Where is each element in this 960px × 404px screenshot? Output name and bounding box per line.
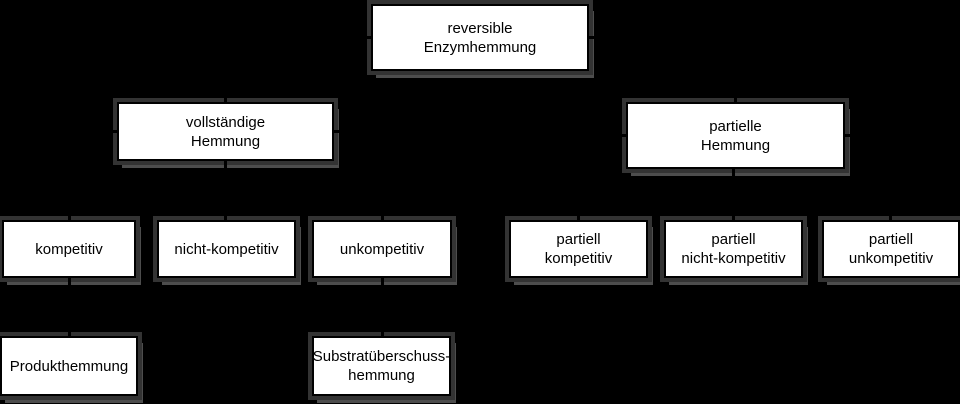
node-label: partielle Hemmung bbox=[700, 117, 771, 154]
node-produkthemmung: Produkthemmung bbox=[0, 336, 138, 396]
connector-vollstaendige-to-kompetitiv-vertical bbox=[68, 130, 71, 220]
node-label: unkompetitiv bbox=[339, 240, 425, 258]
node-label: reversible Enzymhemmung bbox=[423, 19, 537, 56]
connector-vollstaendige-to-unkompetitiv-horizontal bbox=[334, 130, 383, 133]
node-label: partiell kompetitiv bbox=[544, 231, 613, 267]
connector-partielle-to-partiell-kompetitiv-horizontal bbox=[577, 134, 626, 137]
node-label: partiell nicht-kompetitiv bbox=[681, 231, 786, 267]
node-unkompetitiv: unkompetitiv bbox=[312, 220, 452, 278]
node-vollstaendige-hemmung: vollständige Hemmung bbox=[117, 102, 334, 161]
connector-unkompetitiv-to-substratueberschusshemmung-vertical bbox=[381, 278, 384, 336]
node-partiell-kompetitiv: partiell kompetitiv bbox=[509, 220, 648, 278]
node-label: kompetitiv bbox=[35, 240, 103, 258]
connector-partielle-to-partiell-unkompetitiv-vertical bbox=[889, 134, 892, 220]
node-nicht-kompetitiv: nicht-kompetitiv bbox=[157, 220, 296, 278]
node-partiell-unkompetitiv: partiell unkompetitiv bbox=[822, 220, 960, 278]
node-label: nicht-kompetitiv bbox=[174, 240, 279, 258]
connector-vollstaendige-to-unkompetitiv-vertical bbox=[381, 130, 384, 220]
node-reversible-enzymhemmung: reversible Enzymhemmung bbox=[371, 4, 589, 71]
connector-kompetitiv-to-produkthemmung-vertical bbox=[68, 278, 71, 336]
connector-vollstaendige-to-nicht-kompetitiv-vertical bbox=[224, 161, 227, 220]
node-partielle-hemmung: partielle Hemmung bbox=[626, 102, 845, 169]
connector-root-to-partielle-horizontal bbox=[589, 36, 737, 39]
node-label: Substratüberschuss- hemmung bbox=[312, 348, 451, 384]
node-label: partiell unkompetitiv bbox=[848, 231, 934, 267]
connector-partielle-to-partiell-unkompetitiv-horizontal bbox=[845, 134, 892, 137]
connector-vollstaendige-to-kompetitiv-horizontal bbox=[68, 130, 117, 133]
connector-root-to-partielle-vertical bbox=[734, 36, 737, 102]
node-kompetitiv: kompetitiv bbox=[2, 220, 136, 278]
connector-root-to-vollstaendige-vertical bbox=[224, 36, 227, 102]
connector-partielle-to-partiell-kompetitiv-vertical bbox=[577, 134, 580, 220]
node-partiell-nicht-kompetitiv: partiell nicht-kompetitiv bbox=[664, 220, 803, 278]
node-substratueberschusshemmung: Substratüberschuss- hemmung bbox=[312, 336, 451, 396]
connector-partielle-to-partiell-nicht-kompetitiv-vertical bbox=[732, 169, 735, 220]
node-label: Produkthemmung bbox=[9, 357, 129, 375]
node-label: vollständige Hemmung bbox=[185, 113, 266, 150]
connector-root-to-vollstaendige-horizontal bbox=[224, 36, 371, 39]
